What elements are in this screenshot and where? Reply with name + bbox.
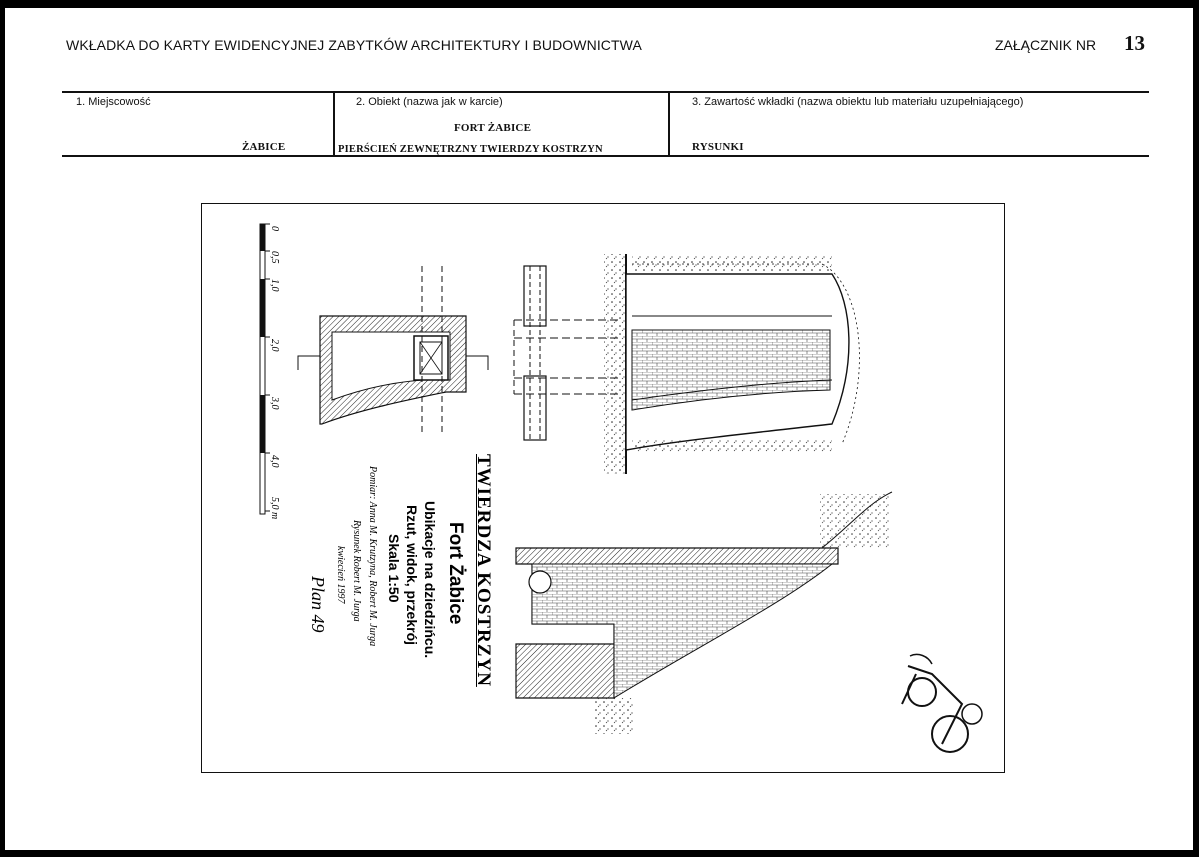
scale-tick-label: 3,0 bbox=[269, 397, 280, 410]
drawing-scale: Skala 1:50 bbox=[386, 534, 402, 603]
scale-tick-label: 0 bbox=[269, 226, 280, 231]
scale-tick-label: 5,0 bbox=[269, 497, 280, 510]
field-object-value-2: PIERŚCIEŃ ZEWNĘTRZNY TWIERDZY KOSTRZYN bbox=[338, 144, 603, 155]
plan-view bbox=[297, 266, 489, 434]
field-contents-value: RYSUNKI bbox=[692, 141, 744, 153]
divider-1 bbox=[333, 91, 335, 157]
scale-unit: m bbox=[269, 512, 280, 520]
bottom-rule bbox=[62, 155, 1149, 157]
field-object-value-1: FORT ŻABICE bbox=[454, 122, 532, 134]
document-title: WKŁADKA DO KARTY EWIDENCYJNEJ ZABYTKÓW A… bbox=[66, 37, 642, 53]
scale-tick-label: 1,0 bbox=[269, 279, 280, 292]
scale-tick-label: 0,5 bbox=[269, 251, 280, 264]
field-object-label: 2. Obiekt (nazwa jak w karcie) bbox=[356, 96, 503, 108]
drawing-subtitle-1: Ubikacje na dziedzińcu. bbox=[422, 501, 438, 659]
drawing-credits-2: Rysunek Robert M. Jurga bbox=[351, 520, 362, 622]
top-rule bbox=[62, 91, 1149, 93]
drawing-credits-1: Pomiar: Anna M. Krutzyna, Robert M. Jurg… bbox=[367, 466, 378, 647]
field-location-label: 1. Miejscowość bbox=[76, 96, 151, 108]
bicycle-illustration bbox=[901, 653, 983, 753]
drawing-credits-3: kwiecień 1997 bbox=[335, 546, 346, 604]
drawing-frame: 0 0,5 1,0 2,0 3,0 4,0 5,0 m TWIERDZA KOS… bbox=[201, 203, 1005, 773]
divider-2 bbox=[668, 91, 670, 157]
fortress-title: TWIERDZA KOSTRZYN bbox=[473, 454, 494, 687]
annex-label: ZAŁĄCZNIK NR bbox=[995, 37, 1097, 53]
scale-tick-label: 2,0 bbox=[269, 339, 280, 352]
section-view bbox=[604, 254, 860, 474]
fort-name: Fort Żabice bbox=[445, 522, 466, 625]
architectural-drawing bbox=[259, 223, 983, 753]
drawing-subtitle-2: Rzut, widok, przekrój bbox=[404, 505, 420, 646]
annex-number: 13 bbox=[1124, 31, 1145, 55]
cross-section bbox=[515, 491, 893, 734]
field-contents-label: 3. Zawartość wkładki (nazwa obiektu lub … bbox=[692, 96, 1024, 108]
plan-number: Plan 49 bbox=[308, 576, 328, 633]
scale-bar bbox=[259, 223, 270, 515]
scale-tick-label: 4,0 bbox=[269, 455, 280, 468]
field-location-value: ŻABICE bbox=[242, 141, 286, 153]
